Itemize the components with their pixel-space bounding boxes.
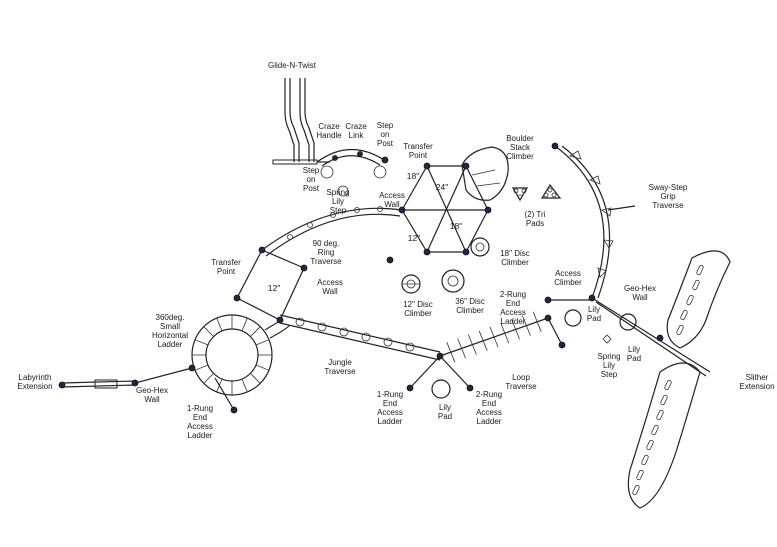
slither-slot <box>632 484 640 496</box>
loop-rung <box>489 326 499 348</box>
jungle-traverse <box>279 314 444 361</box>
dimension-hex-bottom-left: 12" <box>408 233 420 243</box>
slither-slot <box>641 454 649 466</box>
loop-rung <box>478 330 488 351</box>
wheel-rung <box>241 378 248 393</box>
wheel-rung <box>203 373 214 384</box>
hexagon-platform <box>386 162 492 264</box>
dimension-labels: 18" 24" 18" 12" 12" <box>268 171 462 293</box>
loop-rung <box>522 315 531 336</box>
wheel-rung <box>203 326 214 337</box>
slither-slot <box>664 379 672 391</box>
craze-handle-link <box>316 148 389 197</box>
loop-rung <box>532 311 542 332</box>
dimension-hex-top-right: 24" <box>436 182 448 192</box>
loop-rung <box>511 319 520 340</box>
horizontal-ladder-wheel <box>191 314 291 396</box>
wheel-rung <box>194 339 209 346</box>
slither-slot <box>692 279 700 291</box>
slither-slot <box>680 309 688 321</box>
ring-traverse <box>261 206 403 257</box>
slither-slot <box>656 409 664 421</box>
loop-rung <box>457 338 466 359</box>
wheel-rung <box>255 339 270 346</box>
slither-slot <box>686 294 694 306</box>
wheel-rung <box>194 364 209 371</box>
end-access-ladders <box>214 296 592 414</box>
tri-pads <box>511 183 562 202</box>
geo-hex-wall-left <box>134 364 196 384</box>
labyrinth-extension <box>58 379 139 389</box>
dimension-hex-bottom-right: 18" <box>450 221 462 231</box>
wheel-rung <box>250 326 261 337</box>
disc-climbers <box>401 237 490 294</box>
loop-traverse <box>439 311 552 363</box>
slither-slot <box>660 394 668 406</box>
label-glide-n-twist: Glide-N-Twist <box>268 61 317 70</box>
slither-slot <box>676 324 684 336</box>
wheel-rung <box>216 317 223 332</box>
loop-rung <box>500 323 510 344</box>
sway-step-grip-traverse <box>551 142 636 302</box>
wheel-rung <box>241 317 248 332</box>
slither-slot <box>696 264 704 276</box>
lily-pads <box>431 309 637 399</box>
slither-extension <box>627 250 731 509</box>
wheel-rung <box>255 364 270 371</box>
glide-n-twist <box>272 78 318 165</box>
loop-rung <box>468 334 477 355</box>
slither-slot <box>646 439 654 451</box>
dimension-hex-top-left: 18" <box>407 171 419 181</box>
wheel-rung <box>250 373 261 384</box>
dimension-transfer-deck: 12" <box>268 283 280 293</box>
loop-rung <box>446 342 456 363</box>
boulder-stack-climber <box>461 146 509 201</box>
slither-slot <box>651 424 659 436</box>
slither-slot <box>636 469 644 481</box>
